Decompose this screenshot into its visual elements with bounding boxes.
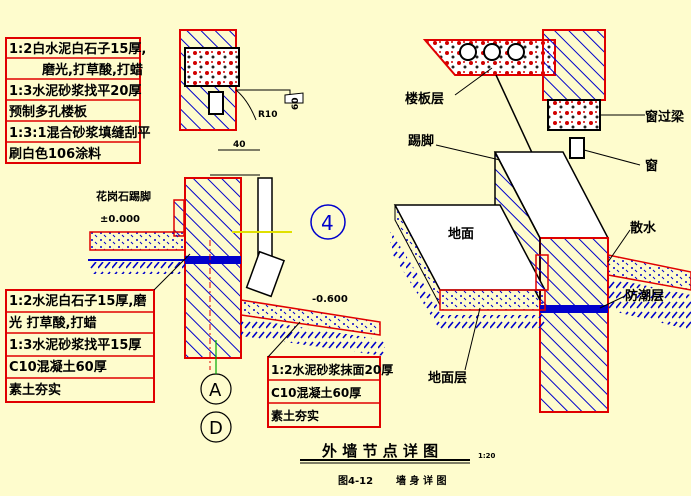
ground-layer-3: 1:3水泥砂浆找平15厚: [9, 337, 141, 353]
ground-annotation: 1:2水泥白石子15厚,磨 光 打草酸,打蜡 1:3水泥砂浆找平15厚 C10混…: [8, 293, 146, 398]
ground-layer-1: 1:2水泥白石子15厚,磨: [9, 293, 146, 309]
skirting-3d: [535, 254, 549, 291]
floor-layer-1: 1:2白水泥白石子15厚,: [9, 41, 146, 57]
window-frame-left: [208, 91, 224, 115]
title-block: [300, 459, 470, 464]
ground-layer-2: 光 打草酸,打蜡: [8, 315, 96, 331]
apron-earth-3d: [608, 278, 691, 330]
interior-ground-hatch: [90, 262, 185, 274]
lintel-right: [547, 99, 601, 131]
right-labels: 楼板层 窗过梁 窗 踢脚 地面 散水 防潮层 地面层: [405, 91, 685, 386]
interior-floor-slab: [89, 231, 186, 251]
figure-caption: 墙 身 详 图: [396, 474, 446, 487]
wall-front-3d: [539, 237, 609, 413]
pipe-shoe: [245, 250, 286, 298]
floor-layer-3: 1:3水泥砂浆找平20厚: [9, 83, 141, 99]
floor-layer-4: 预制多孔楼板: [9, 104, 88, 120]
axis-label-4: 4: [321, 211, 334, 235]
dim-r10: R10: [258, 110, 277, 120]
ground-layer-5: 素土夯实: [9, 382, 61, 398]
apron-3d: [607, 254, 691, 291]
axis-label-d: D: [209, 418, 223, 439]
apron-layer-3: 素土夯实: [271, 408, 319, 423]
axis-label-a: A: [209, 380, 222, 401]
ground-layers-3d: [439, 289, 546, 311]
figure-number: 图4-12: [338, 475, 373, 487]
leader-lines: [435, 67, 645, 371]
apron-annotation-frame: [267, 356, 381, 428]
label-damp-course: 防潮层: [625, 288, 664, 304]
damp-proof-course-left: [185, 256, 241, 264]
floor-annotation: 1:2白水泥白石子15厚, 磨光,打草酸,打蜡 1:3水泥砂浆找平20厚 预制多…: [9, 41, 151, 162]
window-right: [569, 137, 585, 159]
dim-40: 40: [233, 140, 246, 150]
floor-layer-5: 1:3:1混合砂浆填缝刮平: [9, 125, 151, 141]
apron-layer-2: C10混凝土60厚: [271, 385, 361, 400]
floor-layer-6: 刷白色106涂料: [9, 146, 101, 162]
slab-holes: [459, 43, 525, 61]
ground-annotation-frame: [5, 289, 155, 403]
label-ground: 地面: [448, 226, 474, 242]
apron-annotation-lines: [268, 379, 380, 404]
ground-annotation-lines: [6, 311, 154, 379]
label-apron: 散水: [630, 220, 657, 236]
drip-edge: [235, 89, 257, 121]
dim-60: 60: [291, 97, 301, 110]
apron-annotation: 1:2水泥砂浆抹面20厚 C10混凝土60厚 素土夯实: [271, 362, 393, 423]
title-main: 外 墙 节 点 详 图: [321, 442, 438, 460]
floor-annotation-lines: [6, 57, 140, 143]
plinth-label: 花岗石踢脚: [96, 189, 151, 203]
sill-marker: [284, 92, 304, 104]
ground-earth-3d: [390, 230, 440, 330]
right-isometric-drawing: [390, 29, 691, 413]
apron-layer-1: 1:2水泥砂浆抹面20厚: [271, 362, 393, 377]
left-section-drawing: [5, 29, 385, 443]
level-neg: -0.600: [312, 294, 348, 305]
apron-slab: [240, 299, 381, 336]
axis-circle-4: [310, 204, 346, 240]
label-ground-layer: 地面层: [428, 370, 467, 386]
damp-proof-course-right: [540, 305, 608, 313]
ground-layer-4: C10混凝土60厚: [9, 359, 107, 375]
level-zero: ±0.000: [100, 214, 140, 225]
label-lintel: 窗过梁: [645, 109, 685, 125]
label-skirting: 踢脚: [408, 133, 434, 149]
label-floor-slab: 楼板层: [405, 91, 444, 107]
lintel-upper-left: [184, 47, 240, 87]
main-wall-left: [184, 177, 242, 359]
label-window: 窗: [645, 158, 658, 174]
title-scale: 1:20: [478, 452, 496, 460]
axis-circle-d: [200, 411, 232, 443]
apron-earth: [241, 318, 385, 356]
upper-wall-right: [542, 29, 606, 101]
floor-layer-2: 磨光,打草酸,打蜡: [42, 62, 143, 78]
